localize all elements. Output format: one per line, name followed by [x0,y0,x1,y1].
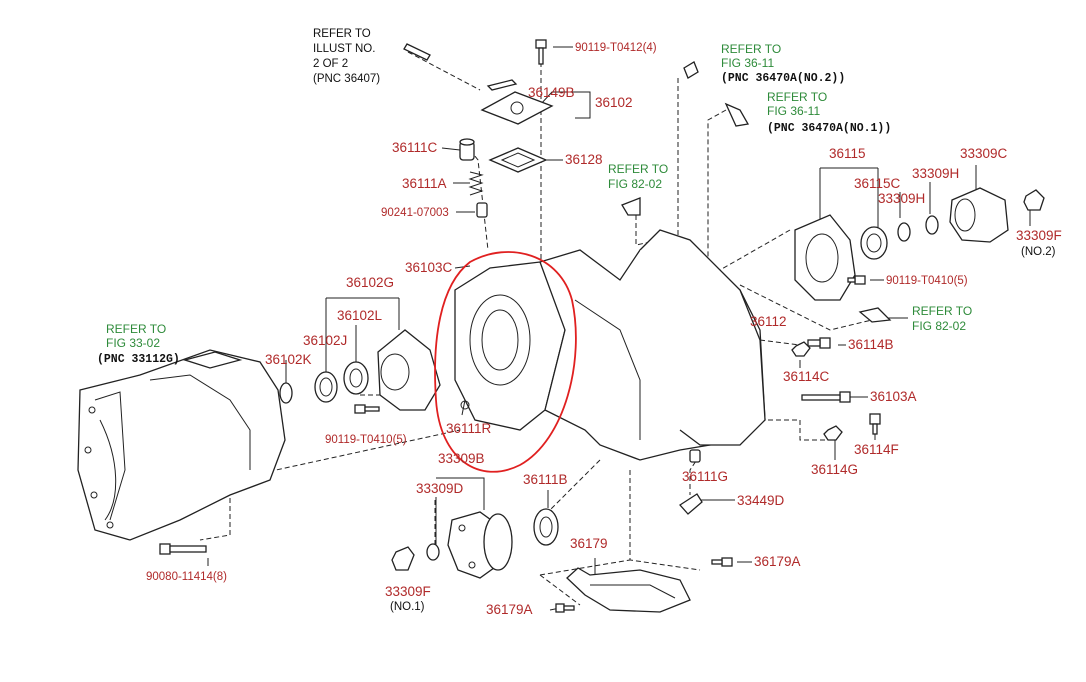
bolt-36114b [807,337,831,349]
oring-36102k [279,382,293,404]
retainer-36102g [377,329,441,411]
main-case-body [539,229,766,461]
ref-fig33-line2[interactable]: FIG 33-02 [106,336,160,350]
highlight-circle [434,251,577,473]
label-36149b[interactable]: 36149B [528,85,575,100]
bolt-36103a [801,391,851,403]
label-36179a-right[interactable]: 36179A [754,554,801,569]
label-36114c[interactable]: 36114C [783,369,830,384]
label-36103a[interactable]: 36103A [870,389,917,404]
ref-fig36-no1-line2[interactable]: FIG 36-11 [767,104,820,118]
label-33309f-no1[interactable]: 33309F [385,584,431,599]
ref-fig82-right-line1[interactable]: REFER TO [912,304,972,318]
label-no1: (NO.1) [390,601,425,613]
clip-36470a-no1 [724,102,750,127]
clip-36470a-no2 [683,61,699,79]
pin-part [403,43,431,61]
plug-36111c [459,138,475,161]
label-36179a-left[interactable]: 36179A [486,602,533,617]
label-33449d[interactable]: 33449D [737,493,785,508]
label-33309h-b[interactable]: 33309H [878,191,925,206]
flange-33309b [447,511,513,579]
bracket-36179 [566,567,691,613]
ref-fig33-line3: (PNC 33112G) [97,353,180,366]
ref-illust-line2: ILLUST NO. [313,43,375,55]
label-33309b[interactable]: 33309B [438,451,485,466]
pin-90241 [476,202,488,218]
label-33309h-a[interactable]: 33309H [912,166,959,181]
nut-33309f-no1 [391,546,415,571]
washer-33309h-b [925,215,939,235]
clip-fig82-right [858,307,892,323]
gasket-36128 [488,147,548,173]
bracket-33449d [679,493,703,515]
label-36112[interactable]: 36112 [750,314,787,329]
label-36114f[interactable]: 36114F [854,442,899,457]
label-90080-11414[interactable]: 90080-11414(8) [146,571,227,583]
label-36111b[interactable]: 36111B [523,472,568,487]
label-36102[interactable]: 36102 [595,95,633,110]
label-36115c[interactable]: 36115C [854,176,901,191]
washer-33309d [426,543,440,561]
ref-illust-line3: 2 OF 2 [313,58,348,70]
ref-fig33-line1[interactable]: REFER TO [106,322,166,336]
spring-36111a [468,171,484,196]
bearing-36102j [314,371,338,403]
washer-33309h-a [897,222,911,242]
label-no2: (NO.2) [1021,246,1056,258]
flange-33309c [949,187,1009,243]
bolt-36179a-left [555,603,575,613]
bolt-top [535,39,547,65]
label-36111r[interactable]: 36111R [446,421,492,436]
ref-fig82-top-line1[interactable]: REFER TO [608,162,668,176]
ref-fig36-no2-line1[interactable]: REFER TO [721,42,781,56]
bolt-90119-left [354,404,380,414]
bell-housing [77,349,286,541]
bearing-36102l [343,361,369,395]
ref-illust-line1: REFER TO [313,28,371,40]
ref-fig36-no1-line1[interactable]: REFER TO [767,90,827,104]
label-36102g[interactable]: 36102G [346,275,394,290]
leader-lines [207,46,1031,611]
nut-33309f-no2 [1023,189,1045,211]
retainer-36115 [794,214,856,301]
bolt-90119-right [847,275,866,285]
label-33309d[interactable]: 33309D [416,481,464,496]
bearing-36115c [860,226,888,260]
ref-fig36-no2-line3: (PNC 36470A(NO.2)) [721,72,845,85]
nut-36114g [823,425,843,441]
nut-36114c [791,341,811,357]
clip-fig82-top [621,197,641,216]
label-36128[interactable]: 36128 [565,152,603,167]
label-36114g[interactable]: 36114G [811,462,858,477]
bolt-36114f [869,413,881,435]
cover-plate-36149b [480,79,554,125]
label-36103c[interactable]: 36103C [405,260,453,275]
label-36111c[interactable]: 36111C [392,140,438,155]
ref-fig36-no1-line3: (PNC 36470A(NO.1)) [767,122,891,135]
label-90119-t0412[interactable]: 90119-T0412(4) [575,42,657,54]
label-36111a[interactable]: 36111A [402,176,447,191]
label-90119-t0410-right[interactable]: 90119-T0410(5) [886,275,968,287]
label-36102j[interactable]: 36102J [303,333,347,348]
label-36179[interactable]: 36179 [570,536,608,551]
ref-fig82-right-line2[interactable]: FIG 82-02 [912,319,966,333]
bolt-36179a-right [711,557,733,567]
label-36114b[interactable]: 36114B [848,337,894,352]
label-90241-07003[interactable]: 90241-07003 [381,207,449,219]
label-33309f-no2[interactable]: 33309F [1016,228,1062,243]
label-36115[interactable]: 36115 [829,146,866,161]
bolt-90080 [159,543,207,555]
label-36102l[interactable]: 36102L [337,308,383,323]
seal-36111b [533,508,559,546]
ref-illust-line4: (PNC 36407) [313,73,380,85]
label-90119-t0410-left[interactable]: 90119-T0410(5) [325,434,407,446]
plug-36111g [689,449,701,463]
ref-fig36-no2-line2[interactable]: FIG 36-11 [721,56,774,70]
label-36102k[interactable]: 36102K [265,352,312,367]
label-36111g[interactable]: 36111G [682,469,728,484]
label-33309c[interactable]: 33309C [960,146,1008,161]
ref-fig82-top-line2[interactable]: FIG 82-02 [608,177,662,191]
